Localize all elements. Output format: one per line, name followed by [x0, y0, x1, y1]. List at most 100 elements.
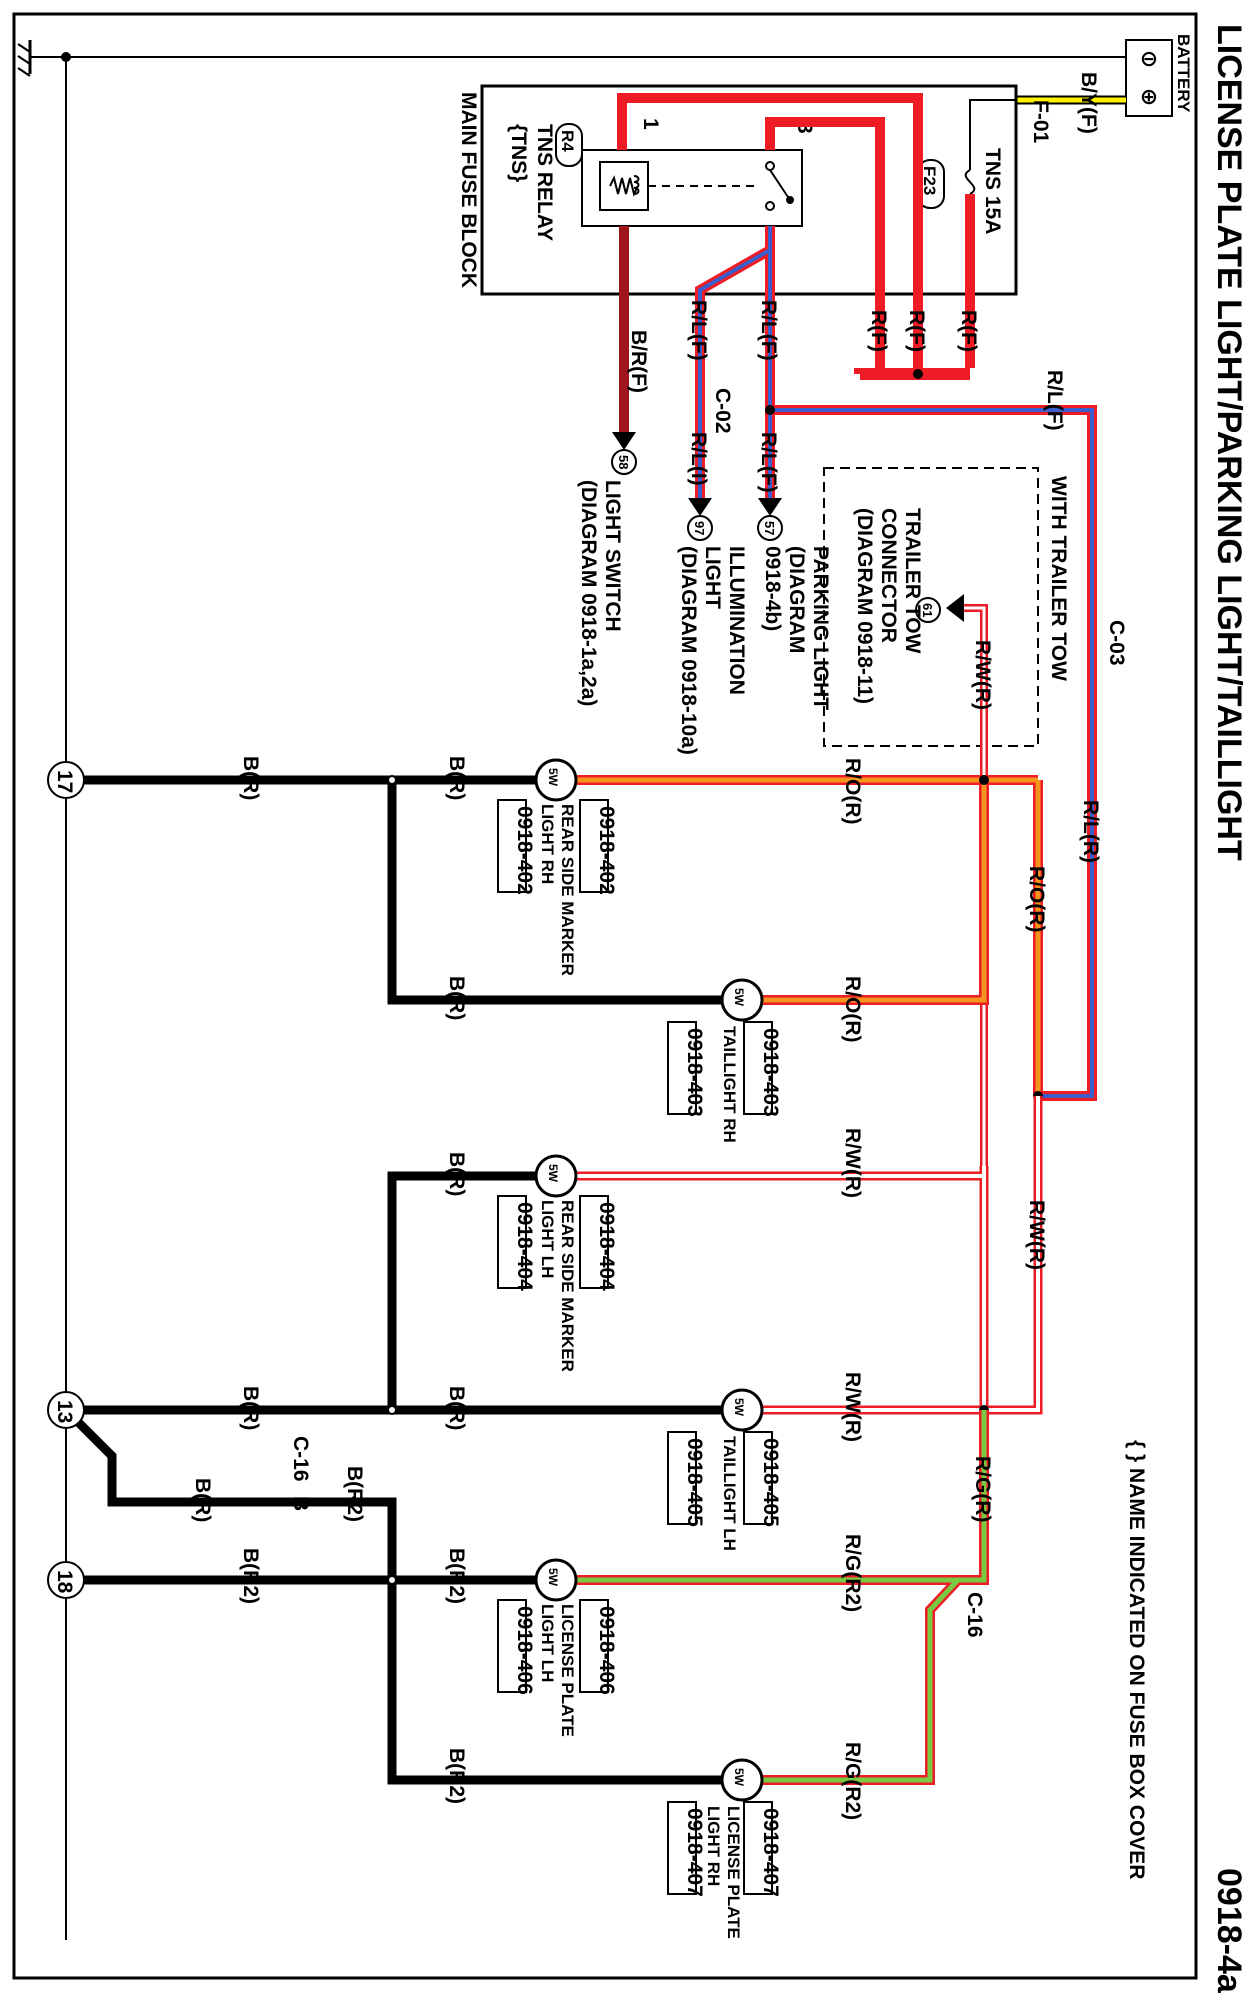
wire-label-rlf-1: R/L(F)	[757, 300, 780, 361]
wire-label-rf-1: R(F)	[867, 310, 890, 352]
svg-text:LICENSE PLATE: LICENSE PLATE	[558, 1604, 577, 1737]
wire-label-br2-1: B(R2)	[343, 1466, 366, 1522]
rf-junction	[913, 369, 923, 379]
svg-text:5W: 5W	[546, 1164, 560, 1183]
ground-wires	[62, 775, 742, 1785]
wire-label-br2-2: B(R2)	[239, 1548, 262, 1604]
page-title: LICENSE PLATE LIGHT/PARKING LIGHT/TAILLI…	[1210, 24, 1245, 861]
wire-label-ror-3: R/O(R)	[841, 976, 864, 1043]
relay-ref-badge: R4	[555, 123, 583, 167]
battery-minus-icon: ⊖	[1140, 46, 1158, 71]
tns-relay-box	[581, 149, 803, 227]
light-switch-ref: 58 LIGHT SWITCH (DIAGRAM 0918-1a,2a)	[577, 449, 637, 706]
wire-label-rgr2-2: R/G(R2)	[841, 1742, 864, 1820]
wire-label-b: B	[289, 1496, 312, 1511]
wire-label-rgr2-1: R/G(R2)	[841, 1534, 864, 1612]
lamp-license-plate-rh: 5W 0918-407 LICENSE PLATE LIGHT RH 0918-…	[667, 1758, 782, 1939]
wire-label-rlf-2: R/L(F)	[687, 300, 710, 361]
wire-label-rf-3: R(F)	[957, 310, 980, 352]
ground-point-17: 17	[47, 761, 85, 799]
wire-label-ror-1: R/O(R)	[841, 758, 864, 825]
svg-text:TRAILER TOW: TRAILER TOW	[901, 508, 924, 654]
battery-plus-icon: ⊕	[1140, 84, 1158, 109]
svg-text:0918-4a: 0918-4a	[1210, 1868, 1245, 1994]
svg-text:0918-402: 0918-402	[595, 806, 618, 895]
svg-text:0918-404: 0918-404	[595, 1202, 618, 1291]
svg-text:0918-406: 0918-406	[595, 1606, 618, 1695]
svg-text:TAILLIGHT RH: TAILLIGHT RH	[720, 1026, 739, 1143]
parking-arrow-icon	[758, 498, 782, 516]
svg-text:LIGHT LH: LIGHT LH	[538, 1200, 557, 1278]
svg-text:61: 61	[920, 603, 935, 617]
svg-text:(DIAGRAM 0918-1a,2a): (DIAGRAM 0918-1a,2a)	[577, 480, 600, 706]
battery: ⊖ ⊕ BATTERY	[1125, 34, 1193, 117]
svg-text:5W: 5W	[732, 1398, 746, 1417]
illumination-arrow-icon	[688, 498, 712, 516]
svg-text:LIGHT LH: LIGHT LH	[538, 1604, 557, 1682]
svg-text:0918-406: 0918-406	[513, 1606, 536, 1695]
wire-label-br-4: B(R)	[445, 1152, 468, 1196]
ground-point-13: 13	[47, 1391, 85, 1429]
connector-c16-right: C-16	[963, 1592, 986, 1638]
connector-c16-left: C-16	[289, 1436, 312, 1482]
wire-label-rlr: R/L(R)	[1079, 800, 1102, 863]
svg-text:18: 18	[53, 1570, 76, 1594]
svg-text:0918-402: 0918-402	[513, 806, 536, 895]
wire-ror-group	[556, 775, 1043, 1096]
svg-text:TAILLIGHT LH: TAILLIGHT LH	[720, 1436, 739, 1551]
relay-coil-icon	[599, 161, 649, 211]
svg-text:57: 57	[762, 521, 777, 535]
page-border	[12, 12, 1198, 1980]
wire-label-brf: B/R(F)	[627, 330, 650, 393]
svg-text:5W: 5W	[732, 1768, 746, 1787]
svg-text:R4: R4	[558, 130, 577, 152]
svg-text:17: 17	[53, 770, 76, 793]
connector-c03: C-03	[1105, 620, 1128, 666]
fuse-name-note: { } NAME INDICATED ON FUSE BOX COVER	[1125, 1440, 1148, 1879]
trailer-ref: 61 TRAILER TOW CONNECTOR (DIAGRAM 0918-1…	[853, 508, 941, 704]
main-fuse-block-label: MAIN FUSE BLOCK	[457, 92, 480, 288]
wire-label-rwr-1: R/W(R)	[841, 1128, 864, 1198]
svg-text:58: 58	[616, 455, 631, 469]
svg-text:(DIAGRAM 0918-10a): (DIAGRAM 0918-10a)	[677, 546, 700, 755]
wire-rgr-group	[556, 1410, 989, 1785]
lamp-rear-side-marker-lh: 5W 0918-404 REAR SIDE MARKER LIGHT LH 09…	[497, 1154, 618, 1372]
wire-label-br2-4: B(R2)	[445, 1748, 468, 1804]
svg-text:0918-403: 0918-403	[683, 1028, 706, 1117]
svg-text:5W: 5W	[732, 988, 746, 1007]
svg-text:0918-4b): 0918-4b)	[761, 546, 784, 631]
lamp-license-plate-lh: 5W 0918-406 LICENSE PLATE LIGHT LH 0918-…	[497, 1558, 618, 1737]
relay-pin-1: 1	[639, 118, 662, 130]
relay-switch-icon	[765, 161, 794, 211]
wire-label-br-6: B(R)	[445, 1386, 468, 1430]
svg-text:LIGHT RH: LIGHT RH	[704, 1806, 723, 1886]
wire-label-rlf-4: R/L(F)	[757, 432, 780, 493]
fuse-icon	[964, 169, 976, 195]
svg-text:F23: F23	[920, 166, 939, 195]
relay-pin-3: 3	[793, 122, 816, 134]
rlf-junction	[765, 405, 775, 415]
wire-label-br-7: B(R)	[191, 1478, 214, 1522]
svg-text:(DIAGRAM 0918-11): (DIAGRAM 0918-11)	[853, 508, 876, 704]
svg-text:(DIAGRAM: (DIAGRAM	[785, 546, 808, 653]
ground-splice-1	[387, 775, 397, 785]
trailer-arrow-icon	[946, 594, 964, 622]
wire-label-rlf-3: R/L(F)	[1043, 370, 1066, 431]
wire-label-rf-2: R(F)	[905, 310, 928, 352]
parking-ref: 57 PARKING LIGHT (DIAGRAM 0918-4b)	[757, 515, 832, 710]
svg-text:0918-407: 0918-407	[759, 1808, 782, 1897]
chassis-ground-icon	[17, 40, 66, 77]
lamp-rear-side-marker-rh: 5W 0918-402 REAR SIDE MARKER LIGHT RH 09…	[497, 758, 618, 976]
wire-label-br-1: B(R)	[239, 756, 262, 800]
main-fuse-block	[480, 84, 1018, 296]
ground-splice-2	[387, 1405, 397, 1415]
wire-label-ror-2: R/O(R)	[1025, 866, 1048, 933]
svg-text:LIGHT RH: LIGHT RH	[538, 804, 557, 884]
title-block: LICENSE PLATE LIGHT/PARKING LIGHT/TAILLI…	[1210, 24, 1245, 861]
svg-text:CONNECTOR: CONNECTOR	[877, 508, 900, 643]
relay-alias: {TNS}	[507, 124, 530, 182]
svg-text:0918-403: 0918-403	[759, 1028, 782, 1117]
svg-text:ILLUMINATION: ILLUMINATION	[725, 546, 748, 695]
svg-text:LIGHT: LIGHT	[701, 546, 724, 609]
